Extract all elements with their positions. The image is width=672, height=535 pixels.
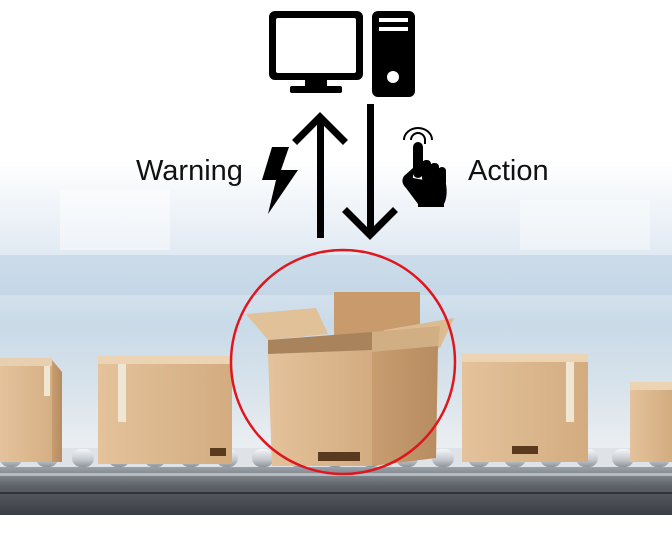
pointing-hand-icon [402,127,447,207]
pc-tower-icon [372,11,415,97]
background-haze [60,190,170,250]
conveyor-rail [0,492,672,494]
monitor-icon [269,11,363,93]
warning-label: Warning [136,155,243,187]
cardboard-box [630,382,672,462]
background-haze [0,255,672,295]
background-haze [520,200,650,250]
open-cardboard-box [246,292,454,466]
cardboard-box [462,354,588,462]
floor [0,515,672,535]
action-label: Action [468,155,549,187]
arrow-up-icon [292,112,348,238]
arrow-down-icon [342,104,398,240]
cardboard-box [98,356,232,464]
highlight-circle [229,248,457,476]
lightning-bolt-icon [262,147,298,214]
cardboard-box [0,358,62,462]
